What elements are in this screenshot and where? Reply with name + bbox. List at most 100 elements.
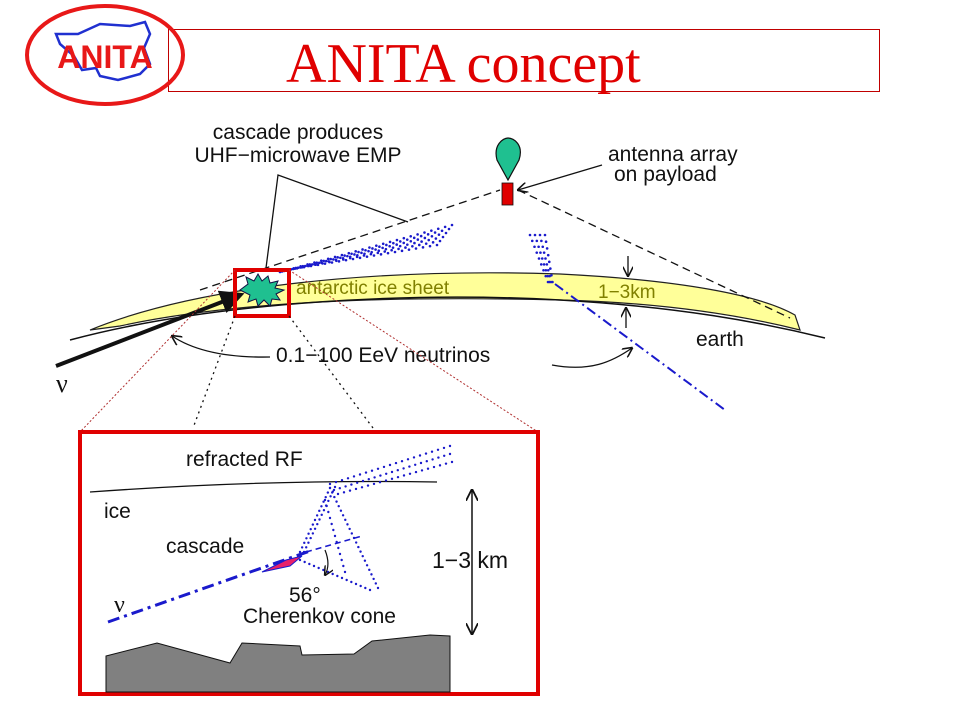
cone-dot (355, 255, 359, 259)
cone-dot (298, 550, 302, 554)
cone-dot (357, 250, 360, 254)
cone-dot (372, 254, 376, 257)
cone-dot (326, 491, 330, 494)
cone-dot (416, 238, 420, 241)
cone-dot (398, 240, 402, 243)
cone-dot (320, 505, 323, 508)
cone-dot (544, 274, 548, 278)
cherenkov-cone-inset (298, 444, 454, 592)
cone-dot (340, 576, 344, 580)
neutrino-track-inset (107, 549, 311, 624)
cone-dot (378, 481, 382, 484)
cone-dot (329, 495, 332, 498)
cone-dot (353, 253, 356, 256)
cone-dot (369, 252, 373, 256)
cone-dot (360, 486, 364, 489)
cone-dot (423, 231, 426, 234)
antenna-callout-arrow (518, 164, 603, 190)
inset-neutrino-symbol: ν (114, 592, 125, 618)
cone-dot (305, 546, 308, 549)
cone-dot (364, 248, 367, 252)
cone-dot (324, 495, 327, 499)
cone-dot (330, 261, 334, 264)
cone-dot (341, 258, 345, 261)
cone-dot (412, 456, 416, 459)
horizon-path-dashed (517, 189, 791, 319)
cone-dot (405, 238, 409, 241)
cone-dot (381, 246, 384, 250)
cone-dot (537, 245, 540, 249)
cone-dot (444, 231, 448, 235)
antarctica-outline-icon (54, 20, 152, 82)
cone-dot (361, 248, 364, 251)
cone-dot (344, 258, 348, 262)
cone-dot (333, 495, 336, 499)
cone-dot (360, 251, 363, 255)
cone-dot (356, 481, 359, 484)
cone-dot (372, 577, 375, 581)
cone-dot (402, 474, 406, 477)
cone-dot (388, 244, 391, 248)
cone-dot (302, 265, 306, 269)
cone-dot (308, 562, 311, 566)
cone-dot (430, 450, 434, 453)
neutrino-energy-label: 0.1−100 EeV neutrinos (276, 344, 490, 367)
cone-dot (413, 241, 416, 245)
cone-dot (365, 564, 369, 567)
projection-line-right-dotted (288, 315, 374, 429)
cone-dot (404, 246, 407, 249)
cone-dot (354, 250, 357, 253)
cone-dot (396, 469, 399, 472)
cone-dot (540, 257, 544, 260)
cone-dot (448, 452, 452, 456)
cone-dot (330, 491, 334, 494)
cone-dot (374, 248, 377, 251)
cone-dot (382, 465, 386, 469)
cone-dot (545, 263, 549, 266)
cone-dot (359, 550, 362, 553)
cone-dot (546, 268, 550, 272)
cone-dot (311, 523, 315, 526)
cone-dot (330, 522, 333, 526)
cone-dot (339, 509, 343, 512)
cone-dot (431, 241, 435, 244)
cone-dot (322, 259, 326, 263)
cone-dot (342, 564, 345, 568)
cone-dot (542, 251, 546, 254)
cone-dot (383, 250, 387, 253)
cone-dot (359, 584, 362, 588)
cone-dot (322, 509, 326, 512)
cone-dot (434, 237, 438, 240)
projection-line-left-dotted (192, 315, 236, 429)
cone-dot (540, 239, 543, 243)
cone-dot (533, 245, 536, 249)
cone-dot (419, 234, 423, 238)
cone-dot (363, 559, 367, 562)
cone-dot (325, 504, 328, 508)
cone-dot (370, 250, 373, 254)
cone-dot (300, 546, 304, 549)
cone-dot (544, 240, 548, 244)
cone-dot (411, 244, 414, 248)
cone-dot (530, 239, 534, 243)
cone-dot (421, 246, 425, 249)
cone-dot (346, 477, 350, 480)
cone-dot (333, 534, 337, 538)
cone-dot (337, 504, 340, 508)
cone-dot (351, 257, 355, 261)
cone-dot (319, 259, 323, 263)
cone-dot (370, 573, 373, 576)
cone-dot (361, 479, 365, 483)
cone-dot (329, 257, 333, 261)
cone-dot (326, 257, 330, 261)
cone-dot (354, 582, 358, 586)
thickness-label: 1−3km (598, 282, 656, 303)
bedrock (105, 634, 451, 693)
cascade-label-line2: UHF−microwave EMP (194, 144, 401, 167)
cone-dot (420, 240, 423, 243)
cone-dot (367, 249, 370, 253)
cone-dot (428, 244, 432, 248)
cone-dot (395, 243, 398, 246)
cone-dot (332, 528, 335, 532)
cone-dot (316, 263, 320, 267)
